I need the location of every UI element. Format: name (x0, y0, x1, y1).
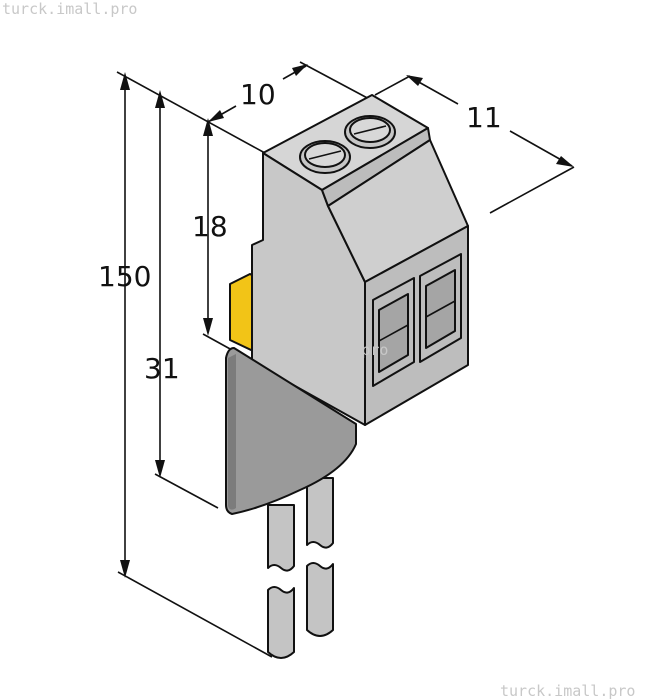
wire-right-upper (306, 477, 334, 549)
extension-line-11-bottom (489, 166, 575, 214)
arrowhead (155, 460, 165, 478)
extension-line-top-150 (116, 71, 266, 154)
wire-left-upper (267, 504, 295, 572)
dimension-label-10: 10 (240, 78, 276, 111)
cable-shroud (225, 347, 357, 515)
shroud-body (225, 347, 357, 515)
dimension-label-150: 150 (98, 260, 151, 293)
arrowhead (556, 156, 574, 167)
wires (267, 477, 334, 659)
arrowhead (155, 90, 165, 108)
arrowhead (292, 64, 308, 76)
screws (299, 115, 396, 174)
dimension-lines (116, 61, 575, 658)
extension-line-11-top (374, 75, 411, 96)
arrowhead (120, 560, 130, 578)
dimension-label-31: 31 (144, 352, 180, 385)
extension-line-bottom-31 (154, 473, 219, 509)
arrowhead (208, 110, 224, 122)
dimension-label-18: 18 (192, 210, 228, 243)
shroud-edge (228, 354, 236, 510)
wire-right-lower (306, 562, 334, 637)
arrowhead (406, 75, 423, 86)
arrowhead (203, 118, 213, 136)
extension-line-bottom-18 (202, 333, 233, 351)
screw-left-slot (308, 150, 342, 160)
wire-left-lower (267, 586, 295, 659)
extension-line-10 (299, 61, 374, 102)
wire-entry-left-divider (378, 324, 409, 342)
watermark-bottom-right: turck.imall.pro (500, 682, 635, 700)
wire-entry-right-divider (425, 300, 456, 318)
dimension-label-11: 11 (466, 101, 502, 134)
arrowhead (203, 318, 213, 336)
extension-line-bottom-150 (117, 571, 273, 658)
watermark-center: turck.imall.pro (253, 341, 388, 359)
screw-right-slot (353, 125, 387, 135)
watermark-top-left: turck.imall.pro (2, 0, 137, 18)
arrowhead (120, 72, 130, 90)
